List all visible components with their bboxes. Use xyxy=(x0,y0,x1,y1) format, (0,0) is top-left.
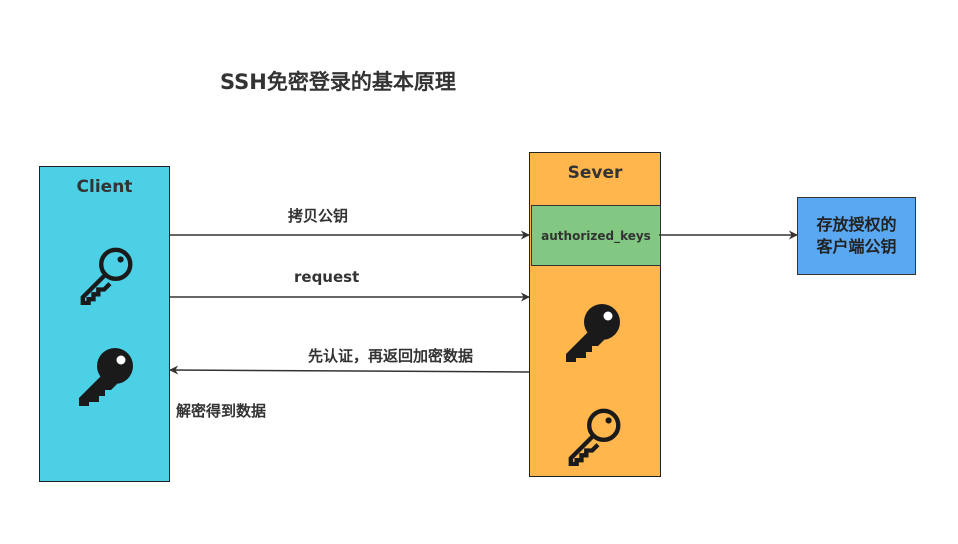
edge-label-verify-return: 先认证，再返回加密数据 xyxy=(308,347,474,365)
edge-label-decrypt: 解密得到数据 xyxy=(176,402,267,420)
authorized-keys-label: authorized_keys xyxy=(541,228,651,243)
arrow-verify-return xyxy=(169,365,530,375)
server-label: Sever xyxy=(567,163,623,183)
client-label: Client xyxy=(76,177,133,197)
diagram-title: SSH免密登录的基本原理 xyxy=(220,70,456,94)
authorized-store-box: 存放授权的 客户端公钥 xyxy=(797,197,916,275)
edge-label-request: request xyxy=(294,268,360,286)
authorized-keys-box: authorized_keys xyxy=(531,205,661,266)
outline-key-icon xyxy=(571,411,618,464)
edge-label-copy-pubkey: 拷贝公钥 xyxy=(288,207,349,225)
solid-key-icon xyxy=(566,304,620,362)
store-label-line2: 客户端公钥 xyxy=(816,237,897,256)
store-label-line1: 存放授权的 xyxy=(816,215,897,234)
outline-key-icon xyxy=(83,250,130,303)
solid-key-icon xyxy=(79,348,133,406)
client-box: Client xyxy=(39,166,170,482)
